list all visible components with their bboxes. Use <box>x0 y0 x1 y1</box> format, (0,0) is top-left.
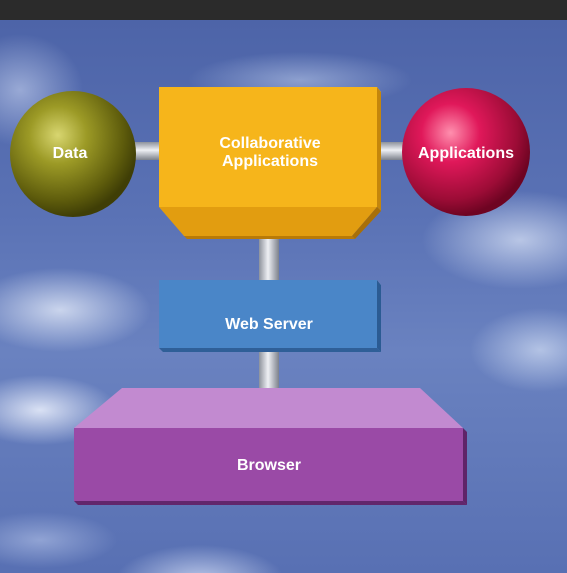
browser-platform <box>74 388 467 505</box>
data-sphere <box>10 91 136 217</box>
top-bar <box>0 0 567 20</box>
applications-label: Applications <box>417 144 514 162</box>
browser-label: Browser <box>236 456 302 474</box>
web-server-box <box>159 280 381 352</box>
collaborative-applications-label: Collaborative Applications <box>162 128 378 178</box>
collaborative-label-line1: Collaborative <box>219 134 321 152</box>
collaborative-applications-box <box>159 87 381 239</box>
web-server-label: Web Server <box>225 315 313 333</box>
collaborative-label-line2: Applications <box>221 153 318 170</box>
applications-sphere <box>402 88 530 216</box>
data-label: Data <box>52 144 88 162</box>
